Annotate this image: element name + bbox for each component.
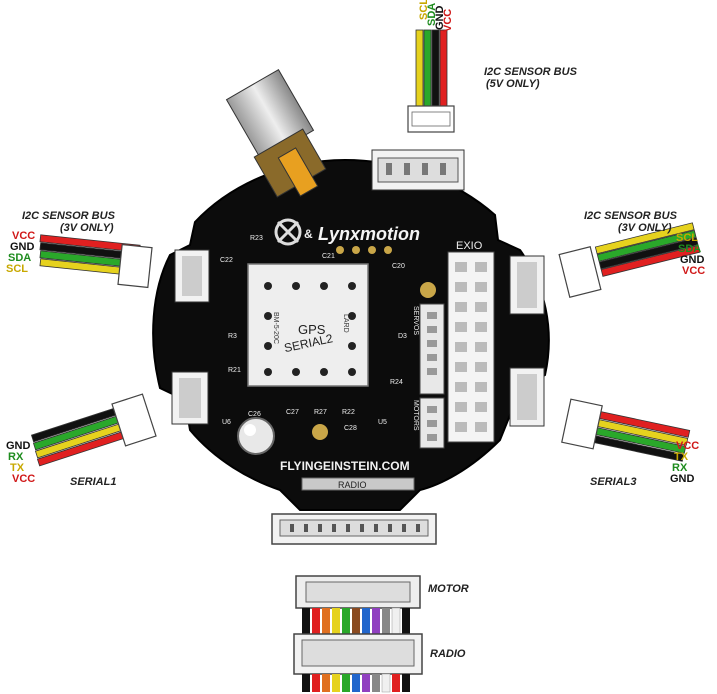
servos-header[interactable]: SERVOS bbox=[412, 303, 445, 395]
radio-title: RADIO bbox=[430, 648, 466, 660]
i2c-3v-right-subtitle: (3V ONLY) bbox=[618, 222, 672, 234]
gps-label: GPS bbox=[298, 322, 326, 337]
gps-part-code: LARD bbox=[342, 314, 349, 333]
i2c-3v-right-title: I2C SENSOR BUS bbox=[584, 210, 677, 222]
wire-label-vcc-serial3: VCC bbox=[676, 440, 700, 452]
wire-label-rx-serial1: RX bbox=[8, 451, 24, 463]
svg-text:C20: C20 bbox=[392, 263, 405, 270]
svg-text:C21: C21 bbox=[322, 253, 335, 260]
wire-label-vcc-serial1: VCC bbox=[12, 473, 36, 485]
gold-vias bbox=[312, 282, 436, 440]
i2c-3v-right-port[interactable] bbox=[509, 255, 545, 315]
i2c-3v-right-cable bbox=[558, 222, 701, 298]
header-pins-top bbox=[336, 246, 392, 254]
i2c-3v-left-title: I2C SENSOR BUS bbox=[22, 210, 115, 222]
wire-label-sda-right: SDA bbox=[678, 243, 702, 255]
svg-text:R23: R23 bbox=[250, 235, 263, 242]
exio-label: EXIO bbox=[456, 240, 483, 252]
radio-header-port[interactable]: RADIO bbox=[271, 477, 437, 545]
wire-label-gnd-serial3: GND bbox=[670, 473, 695, 485]
i2c-5v-port[interactable] bbox=[371, 149, 465, 191]
motor-title: MOTOR bbox=[428, 583, 469, 595]
wire-label-vcc-right: VCC bbox=[682, 265, 706, 277]
svg-text:C22: C22 bbox=[220, 257, 233, 264]
buzzer-icon bbox=[237, 417, 275, 455]
svg-text:U6: U6 bbox=[222, 419, 231, 426]
i2c-3v-left-subtitle: (3V ONLY) bbox=[60, 222, 114, 234]
svg-text:&: & bbox=[304, 227, 313, 241]
wire-label-scl-left: SCL bbox=[6, 263, 28, 275]
motors-header[interactable]: MOTORS bbox=[412, 397, 445, 449]
wire-label-gnd-left: GND bbox=[10, 241, 35, 253]
wire-label-vcc-left: VCC bbox=[12, 230, 36, 242]
wire-label-sda-left: SDA bbox=[8, 252, 32, 264]
harness-wires bbox=[302, 607, 410, 653]
svg-text:R24: R24 bbox=[390, 379, 403, 386]
website-label: FLYINGEINSTEIN.COM bbox=[280, 459, 410, 473]
wire-label-scl-right: SCL bbox=[676, 232, 698, 244]
svg-text:D3: D3 bbox=[398, 333, 407, 340]
svg-text:U5: U5 bbox=[378, 419, 387, 426]
motors-label: MOTORS bbox=[412, 400, 419, 431]
serial3-title: SERIAL3 bbox=[590, 476, 637, 488]
svg-text:C26: C26 bbox=[248, 411, 261, 418]
i2c-5v-title: I2C SENSOR BUS bbox=[484, 66, 577, 78]
gps-part-number: BM-5-20C bbox=[272, 312, 279, 344]
wire-label-gnd-right: GND bbox=[680, 254, 705, 266]
radio-connector bbox=[293, 633, 423, 693]
i2c-5v-cable bbox=[407, 29, 455, 133]
i2c-3v-left-cable bbox=[39, 234, 153, 289]
serial1-cable bbox=[30, 393, 157, 467]
svg-text:C28: C28 bbox=[344, 425, 357, 432]
wire-label-tx-serial1: TX bbox=[10, 462, 25, 474]
svg-text:Lynxmotion: Lynxmotion bbox=[318, 224, 420, 244]
motor-connector bbox=[295, 575, 421, 609]
radio-port-label: RADIO bbox=[338, 480, 367, 490]
servos-label: SERVOS bbox=[412, 306, 419, 335]
serial1-title: SERIAL1 bbox=[70, 476, 117, 488]
svg-text:C27: C27 bbox=[286, 409, 299, 416]
component-designators: C22 R23 C21 C20 R3 R21 U6 C26 C27 R27 R2… bbox=[220, 235, 407, 432]
gps-module: GPS SERIAL2 BM-5-20C LARD bbox=[247, 263, 369, 387]
serial3-cable bbox=[561, 398, 691, 462]
i2c-3v-left-port[interactable] bbox=[174, 249, 210, 303]
exio-header[interactable]: EXIO bbox=[447, 240, 495, 443]
serial1-port[interactable] bbox=[171, 371, 209, 425]
wire-label-gnd-serial1: GND bbox=[6, 440, 31, 452]
sma-antenna-connector bbox=[225, 69, 327, 198]
wire-label-vcc: VCC bbox=[442, 8, 454, 32]
svg-text:R27: R27 bbox=[314, 409, 327, 416]
wire-label-tx-serial3: TX bbox=[674, 451, 689, 463]
i2c-5v-subtitle: (5V ONLY) bbox=[486, 78, 540, 90]
wire-label-rx-serial3: RX bbox=[672, 462, 688, 474]
svg-text:R21: R21 bbox=[228, 367, 241, 374]
svg-text:R22: R22 bbox=[342, 409, 355, 416]
serial3-port[interactable] bbox=[509, 367, 545, 427]
lynxmotion-logo: & Lynxmotion bbox=[274, 218, 420, 246]
svg-text:R3: R3 bbox=[228, 333, 237, 340]
